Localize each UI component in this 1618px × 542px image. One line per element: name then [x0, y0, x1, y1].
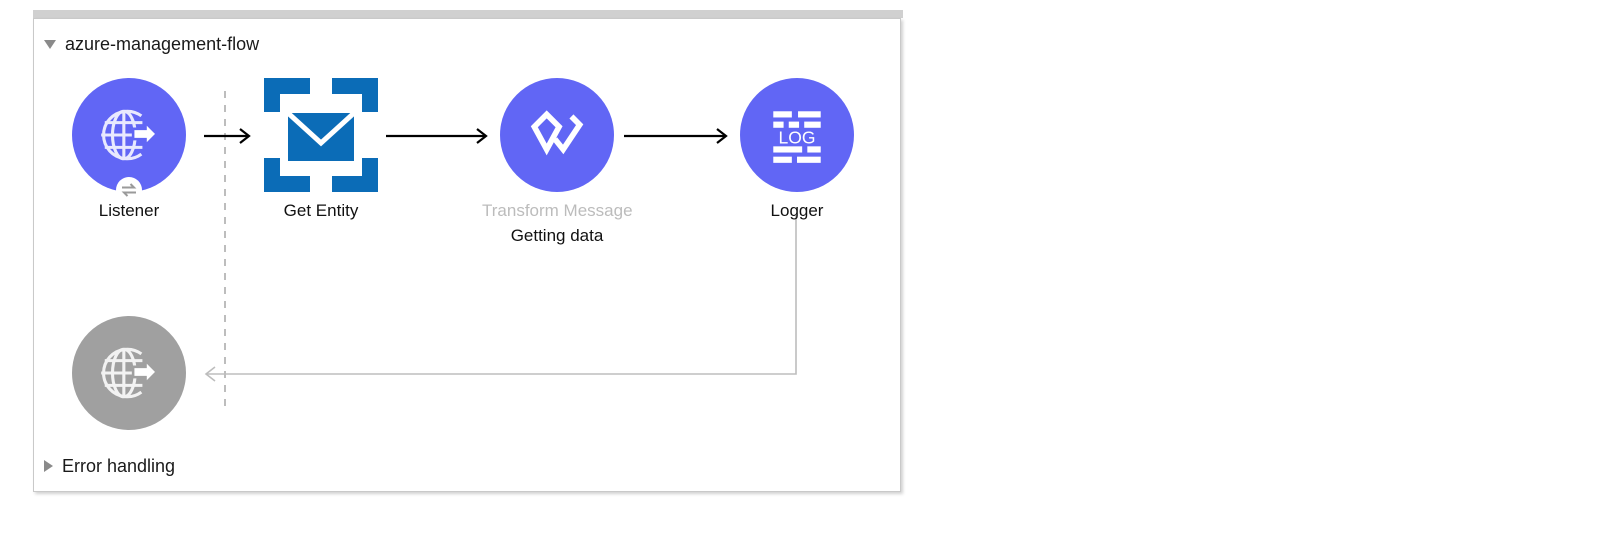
node-logger-shape[interactable]: LOG: [740, 78, 854, 192]
node-transform-message[interactable]: Transform Message Getting data: [482, 78, 633, 246]
flow-header[interactable]: azure-management-flow: [34, 25, 259, 63]
flow-panel: azure-management-flow: [33, 18, 901, 492]
connector-listener-to-get-entity: [204, 128, 251, 144]
globe-arrow-icon: [101, 109, 159, 161]
error-handling-label: Error handling: [62, 455, 176, 476]
connector-layer: [204, 91, 797, 411]
node-label: Get Entity: [283, 201, 359, 220]
page-title: azure-management-flow: [65, 33, 260, 54]
envelope-brackets-icon: [264, 78, 378, 192]
exchange-icon: [121, 183, 137, 197]
triangle-right-icon[interactable]: [44, 460, 53, 472]
node-label: Logger: [770, 201, 824, 220]
log-icon-text: LOG: [779, 127, 816, 147]
exchange-badge: [116, 177, 142, 203]
node-circle: [72, 316, 186, 430]
panel-top-strip: [33, 10, 903, 18]
node-listener-return-shape[interactable]: [72, 316, 186, 430]
node-circle: [500, 78, 614, 192]
node-circle: [72, 78, 186, 192]
node-circle: LOG: [740, 78, 854, 192]
error-handling-section[interactable]: Error handling: [34, 447, 175, 485]
node-listener-return[interactable]: [54, 316, 204, 430]
node-label: Transform Message: [482, 201, 633, 220]
log-icon: LOG: [773, 111, 821, 163]
triangle-down-icon[interactable]: [44, 39, 56, 49]
node-listener-shape[interactable]: [72, 78, 186, 203]
node-sublabel: Getting data: [510, 226, 604, 245]
node-get-entity-shape[interactable]: [264, 78, 378, 192]
node-listener[interactable]: Listener: [54, 78, 204, 221]
node-logger[interactable]: LOG Logger: [722, 78, 872, 221]
connector-transform-to-logger: [624, 128, 728, 144]
connector-return-path: [204, 215, 797, 382]
globe-arrow-icon: [101, 347, 159, 399]
transform-check-icon: [530, 110, 584, 156]
connector-get-entity-to-transform: [386, 128, 488, 144]
node-label: Listener: [98, 201, 160, 220]
node-get-entity[interactable]: Get Entity: [246, 78, 396, 221]
node-transform-shape[interactable]: [500, 78, 614, 192]
